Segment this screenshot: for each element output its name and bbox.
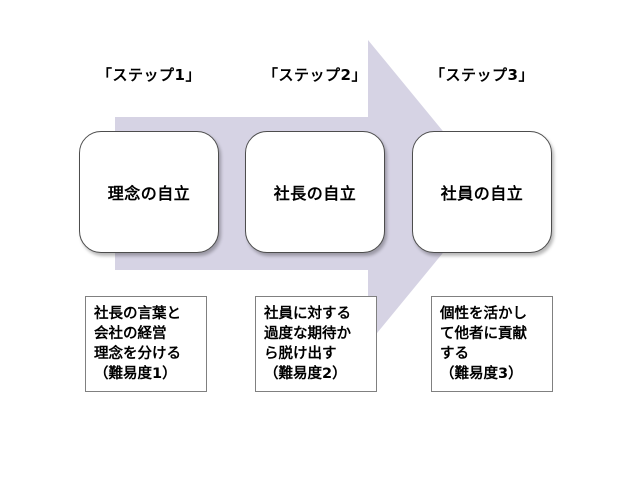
difficulty-label: （難易度2） bbox=[264, 366, 347, 382]
note-line: 個性を活かし bbox=[440, 306, 527, 322]
step-label-1: 「ステップ1」 bbox=[97, 66, 201, 84]
step-label-2: 「ステップ2」 bbox=[263, 66, 367, 84]
note-line: て他者に貢献 bbox=[440, 326, 527, 342]
stage-title-1: 理念の自立 bbox=[107, 184, 191, 203]
stage-box-3: 社員の自立 bbox=[412, 131, 552, 253]
stage-box-2: 社長の自立 bbox=[245, 131, 385, 253]
note-line: 社員に対する bbox=[264, 306, 351, 322]
note-line: 理念を分ける bbox=[94, 346, 181, 362]
difficulty-label: （難易度3） bbox=[440, 366, 523, 382]
note-line: する bbox=[440, 346, 469, 362]
note-box-2: 社員に対する 過度な期待か ら脱け出す （難易度2） bbox=[255, 296, 377, 392]
note-line: 会社の経営 bbox=[94, 326, 167, 342]
note-box-1: 社長の言葉と 会社の経営 理念を分ける （難易度1） bbox=[85, 296, 207, 392]
note-line: ら脱け出す bbox=[264, 346, 337, 362]
note-box-3: 個性を活かし て他者に貢献 する （難易度3） bbox=[431, 296, 553, 392]
difficulty-label: （難易度1） bbox=[94, 366, 177, 382]
stage-title-2: 社長の自立 bbox=[273, 184, 357, 203]
stage-title-3: 社員の自立 bbox=[440, 184, 524, 203]
step-label-3: 「ステップ3」 bbox=[430, 66, 534, 84]
note-line: 過度な期待か bbox=[264, 326, 351, 342]
stage-box-1: 理念の自立 bbox=[79, 131, 219, 253]
note-line: 社長の言葉と bbox=[94, 306, 181, 322]
